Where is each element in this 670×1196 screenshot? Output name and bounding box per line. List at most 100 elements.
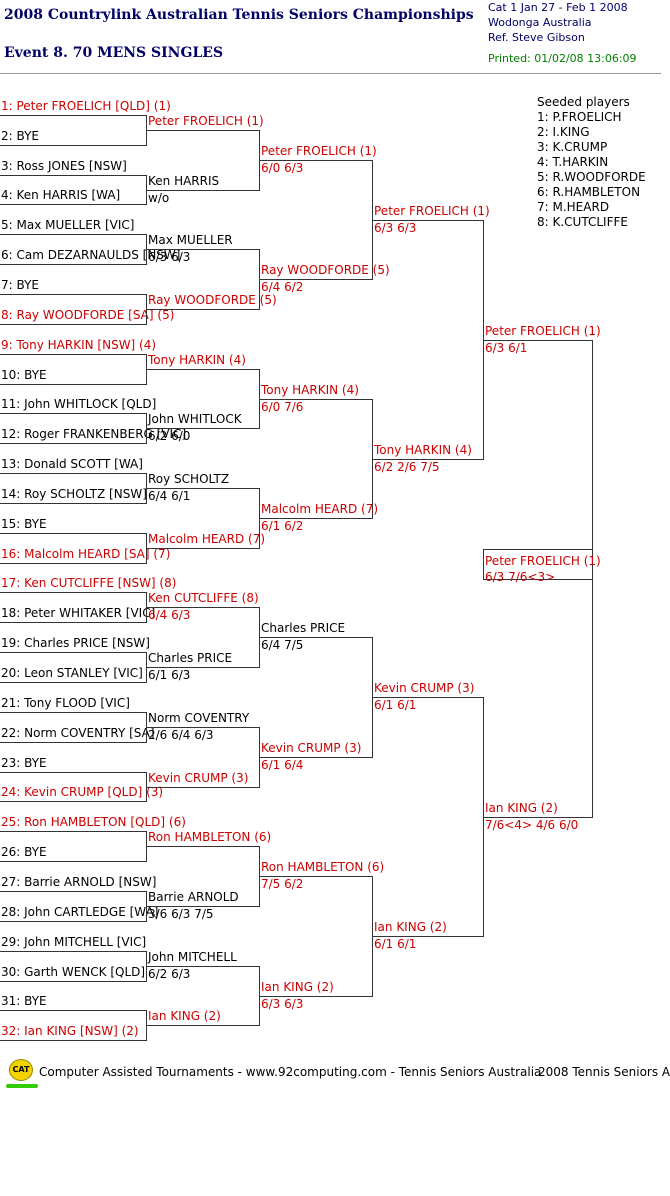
venue: Wodonga Australia <box>488 16 592 29</box>
match-winner: Peter FROELICH (1) <box>485 324 601 338</box>
winner-box-top <box>483 549 592 550</box>
match-winner: Kevin CRUMP (3) <box>374 681 475 695</box>
match-winner: Ron HAMBLETON (6) <box>261 860 385 874</box>
player-entry: 13: Donald SCOTT [WA] <box>1 457 143 471</box>
match-winner: Charles PRICE <box>261 621 346 635</box>
slot-line <box>146 906 259 907</box>
player-entry: 15: BYE <box>1 517 47 531</box>
player-entry: 12: Roger FRANKENBERG [VIC] <box>1 427 187 441</box>
slot-line <box>146 846 259 847</box>
match-winner: Tony HARKIN (4) <box>261 383 359 397</box>
seeded-player: 7: M.HEARD <box>537 200 610 214</box>
slot-line <box>146 488 259 489</box>
match-winner: Ian KING (2) <box>485 801 558 815</box>
slot-line <box>483 340 592 341</box>
match-winner: Peter FROELICH (1) <box>374 204 490 218</box>
slot-line <box>146 1025 259 1026</box>
match-score: 6/4 6/2 <box>261 280 304 294</box>
match-score: 6/4 6/3 <box>148 608 191 622</box>
match-winner: Peter FROELICH (1) <box>261 144 377 158</box>
slot-line <box>0 801 146 802</box>
match-winner: Ian KING (2) <box>148 1009 221 1023</box>
player-entry: 20: Leon STANLEY [VIC] <box>1 666 143 680</box>
player-entry: 18: Peter WHITAKER [VIC] <box>1 606 156 620</box>
slot-line <box>146 249 259 250</box>
slot-line <box>259 996 372 997</box>
slot-line <box>483 579 592 580</box>
match-score: 7/6<4> 4/6 6/0 <box>485 818 579 832</box>
slot-line <box>0 204 146 205</box>
match-winner: Ray WOODFORDE (5) <box>148 293 277 307</box>
slot-line <box>0 652 146 653</box>
slot-line <box>0 861 146 862</box>
match-score: 6/3 6/3 <box>148 250 191 264</box>
slot-line <box>0 891 146 892</box>
slot-line <box>146 369 259 370</box>
slot-line <box>0 742 146 743</box>
slot-line <box>0 831 146 832</box>
match-winner: Ray WOODFORDE (5) <box>261 263 390 277</box>
match-winner: Kevin CRUMP (3) <box>148 771 249 785</box>
seeded-title: Seeded players <box>537 95 630 109</box>
slot-line <box>0 1040 146 1041</box>
slot-line <box>0 443 146 444</box>
match-score: 6/3 6/1 <box>485 341 528 355</box>
slot-line <box>0 622 146 623</box>
slot-line <box>146 548 259 549</box>
player-entry: 14: Roy SCHOLTZ [NSW] <box>1 487 147 501</box>
cat-logo-underline <box>6 1084 38 1088</box>
header-divider <box>0 73 661 74</box>
player-entry: 28: John CARTLEDGE [WA] <box>1 905 159 919</box>
match-score: 6/3 6/3 <box>374 221 417 235</box>
match-winner: John MITCHELL <box>148 950 237 964</box>
player-entry: 29: John MITCHELL [VIC] <box>1 935 147 949</box>
player-entry: 25: Ron HAMBLETON [QLD] (6) <box>1 815 186 829</box>
player-entry: 30: Garth WENCK [QLD] <box>1 965 146 979</box>
champion-name: Peter FROELICH (1) <box>485 554 601 568</box>
match-score: 6/1 6/2 <box>261 519 304 533</box>
slot-line <box>0 234 146 235</box>
slot-line <box>146 667 259 668</box>
player-entry: 8: Ray WOODFORDE [SA] (5) <box>1 308 175 322</box>
player-entry: 32: Ian KING [NSW] (2) <box>1 1024 139 1038</box>
slot-line <box>0 354 146 355</box>
match-score: 6/0 7/6 <box>261 400 304 414</box>
match-winner: Ron HAMBLETON (6) <box>148 830 272 844</box>
player-entry: 27: Barrie ARNOLD [NSW] <box>1 875 157 889</box>
referee: Ref. Steve Gibson <box>488 31 585 44</box>
slot-line <box>146 727 259 728</box>
slot-line <box>0 473 146 474</box>
slot-line <box>372 936 483 937</box>
match-score: 6/4 6/1 <box>148 489 191 503</box>
printed-timestamp: Printed: 01/02/08 13:06:09 <box>488 52 637 65</box>
match-score: w/o <box>148 191 170 205</box>
player-entry: 16: Malcolm HEARD [SA] (7) <box>1 547 171 561</box>
seeded-player: 6: R.HAMBLETON <box>537 185 641 199</box>
player-entry: 21: Tony FLOOD [VIC] <box>1 696 130 710</box>
match-winner: Malcolm HEARD (7) <box>148 532 266 546</box>
seeded-player: 5: R.WOODFORDE <box>537 170 646 184</box>
slot-line <box>259 876 372 877</box>
footer-right: 2008 Tennis Seniors A <box>538 1065 670 1079</box>
seeded-player: 1: P.FROELICH <box>537 110 622 124</box>
slot-line <box>0 682 146 683</box>
match-winner: Ian KING (2) <box>261 980 334 994</box>
slot-line <box>483 817 592 818</box>
slot-line <box>372 459 483 460</box>
match-winner: Tony HARKIN (4) <box>374 443 472 457</box>
match-winner: Ken CUTCLIFFE (8) <box>148 591 259 605</box>
slot-line <box>0 921 146 922</box>
seeded-player: 3: K.CRUMP <box>537 140 608 154</box>
match-winner: John WHITLOCK <box>148 412 242 426</box>
slot-line <box>146 428 259 429</box>
match-score: 6/2 2/6 7/5 <box>374 460 440 474</box>
slot-line <box>0 592 146 593</box>
event-title: Event 8. 70 MENS SINGLES <box>4 45 224 61</box>
slot-line <box>372 220 483 221</box>
match-score: 6/1 6/1 <box>374 698 417 712</box>
player-entry: 5: Max MUELLER [VIC] <box>1 218 135 232</box>
slot-line <box>0 264 146 265</box>
footer-credit: Computer Assisted Tournaments - www.92co… <box>39 1065 542 1079</box>
category-dates: Cat 1 Jan 27 - Feb 1 2008 <box>488 1 628 14</box>
seeded-player: 8: K.CUTCLIFFE <box>537 215 628 229</box>
